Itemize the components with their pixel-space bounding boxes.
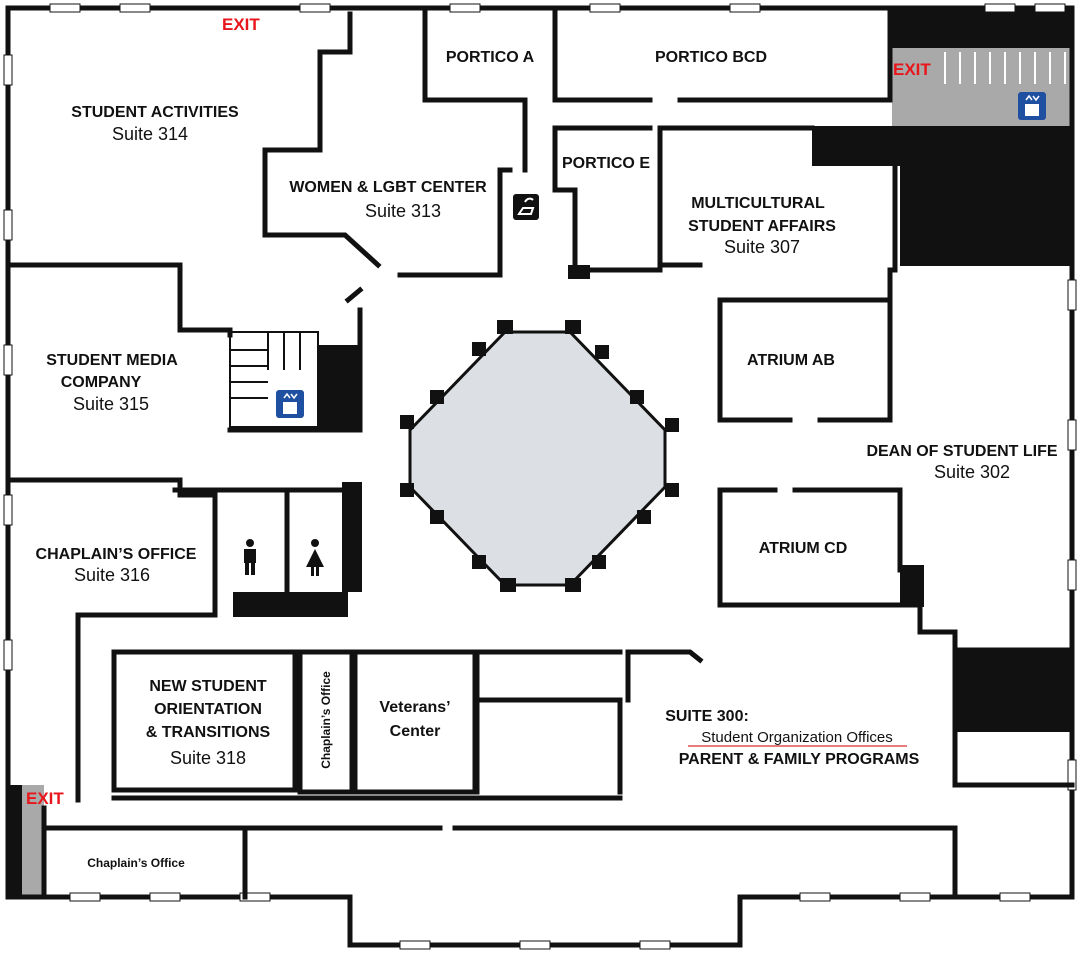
exit-label-left: EXIT xyxy=(26,789,64,808)
room-chaplains-office-vertical: Chaplain’s Office xyxy=(319,671,333,769)
room-multicultural-line1: MULTICULTURAL xyxy=(691,195,825,212)
room-dean-of-student-life: DEAN OF STUDENT LIFE xyxy=(866,443,1057,460)
interior-walls xyxy=(5,9,1075,900)
suite-318: Suite 318 xyxy=(170,748,246,768)
room-portico-e: PORTICO E xyxy=(562,155,650,172)
structural-blocks xyxy=(8,8,1073,897)
room-women-lgbt-center: WOMEN & LGBT CENTER xyxy=(289,179,487,196)
room-multicultural-line2: STUDENT AFFAIRS xyxy=(688,218,836,235)
suite-315: Suite 315 xyxy=(73,394,149,414)
stairs-top-right xyxy=(944,52,1066,84)
room-portico-bcd: PORTICO BCD xyxy=(655,49,767,66)
suite-302: Suite 302 xyxy=(934,462,1010,482)
suite-307: Suite 307 xyxy=(724,237,800,257)
room-student-media-line2: COMPANY xyxy=(61,374,142,391)
drinking-fountain-icon xyxy=(513,194,539,220)
exit-label-top: EXIT xyxy=(222,15,260,34)
elevator-icon xyxy=(1018,92,1046,120)
room-student-activities: STUDENT ACTIVITIES xyxy=(71,104,239,121)
room-atrium-cd: ATRIUM CD xyxy=(759,540,848,557)
room-new-student-line2: ORIENTATION xyxy=(154,701,262,718)
central-atrium xyxy=(400,320,679,592)
suite-313: Suite 313 xyxy=(365,201,441,221)
room-suite-300-title: SUITE 300: xyxy=(665,708,749,725)
suite-314: Suite 314 xyxy=(112,124,188,144)
elevator-icon xyxy=(276,390,304,418)
mens-restroom-icon xyxy=(244,539,256,575)
windows xyxy=(3,3,1077,950)
stairs-center-left xyxy=(229,331,319,428)
room-portico-a: PORTICO A xyxy=(446,49,535,66)
womens-restroom-icon xyxy=(306,539,324,576)
room-atrium-ab: ATRIUM AB xyxy=(747,352,835,369)
room-chaplains-office-316: CHAPLAIN’S OFFICE xyxy=(36,546,197,563)
room-student-org-offices: Student Organization Offices xyxy=(701,729,893,746)
exit-label-right: EXIT xyxy=(893,60,931,79)
room-new-student-line3: & TRANSITIONS xyxy=(146,724,271,741)
suite-316: Suite 316 xyxy=(74,565,150,585)
room-parent-family-programs: PARENT & FAMILY PROGRAMS xyxy=(679,751,920,768)
room-veterans-line2: Center xyxy=(390,723,441,740)
room-student-media-line1: STUDENT MEDIA xyxy=(46,352,178,369)
room-chaplains-office-small: Chaplain’s Office xyxy=(87,856,185,870)
room-new-student-line1: NEW STUDENT xyxy=(149,678,267,695)
room-veterans-line1: Veterans’ xyxy=(379,699,450,716)
